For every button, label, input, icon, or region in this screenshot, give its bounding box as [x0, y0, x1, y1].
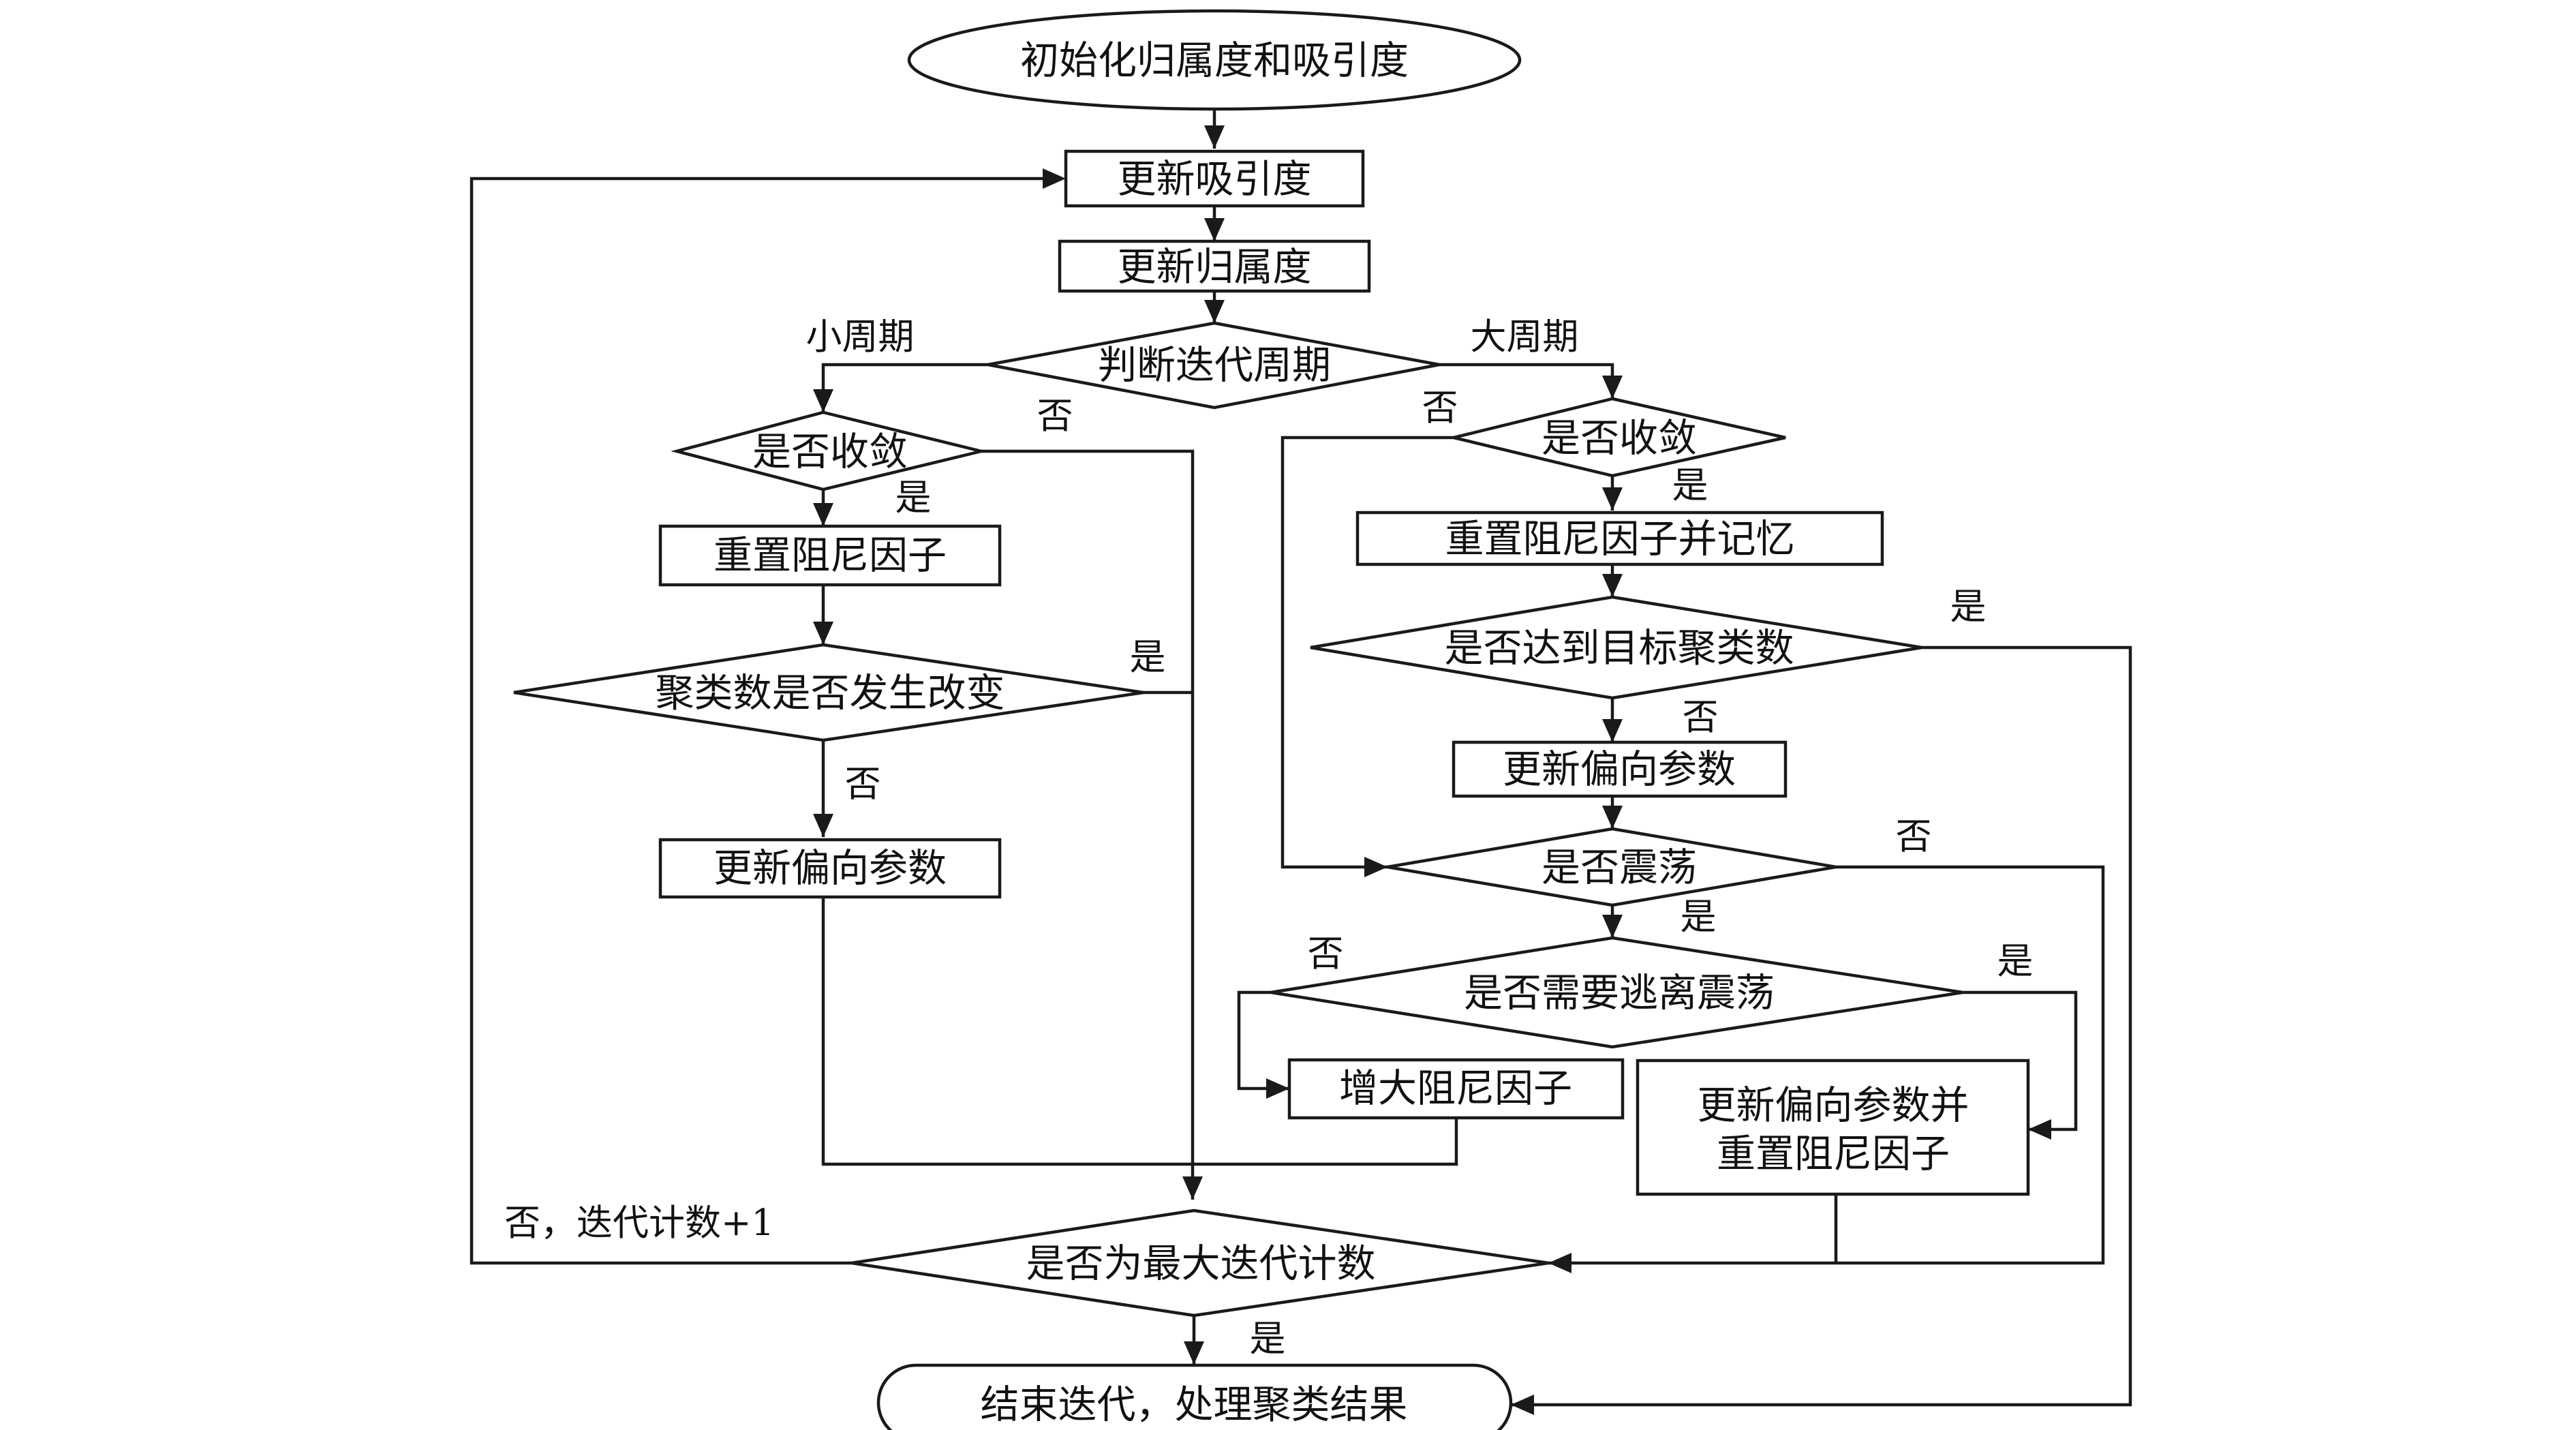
- init-label: 初始化归属度和吸引度: [1020, 38, 1409, 83]
- small-converge-node: [671, 410, 982, 491]
- arrowhead: [1043, 168, 1066, 189]
- small-converge-label: 是否收敛: [752, 429, 908, 474]
- small-converge-yes-label: 是: [895, 477, 932, 519]
- edge-labels: 小周期 大周期 否 是 是 否 否 是 是 否 否 是 否 是 否，迭代计数+1…: [504, 316, 2034, 1360]
- edge-judge-large: [1439, 363, 1614, 399]
- small-update-bias-label: 更新偏向参数: [714, 846, 947, 891]
- large-converge-no-label: 否: [1422, 387, 1458, 429]
- edge-escape-no: [1237, 990, 1289, 1091]
- cluster-changed-no-label: 否: [845, 763, 881, 805]
- reach-target-node: [1310, 595, 1922, 700]
- small-reset-damping-label: 重置阻尼因子: [714, 533, 947, 578]
- edge-escape-yes: [1963, 990, 2078, 1131]
- small-cycle-label: 小周期: [806, 316, 915, 358]
- edges: [470, 109, 2132, 1407]
- arrowhead: [813, 622, 833, 645]
- large-cycle-label: 大周期: [1471, 316, 1579, 358]
- edge-small-bias-to-merge: [821, 897, 1193, 1166]
- large-update-bias-label: 更新偏向参数: [1503, 747, 1736, 792]
- arrowhead: [1602, 574, 1623, 597]
- update-bias-reset-label-line2: 重置阻尼因子: [1717, 1131, 1950, 1176]
- large-converge-label: 是否收敛: [1542, 416, 1697, 461]
- arrowhead: [1364, 857, 1387, 877]
- edge-increase-to-merge: [1193, 1118, 1458, 1166]
- init-node: [907, 9, 1522, 111]
- arrowhead: [1204, 125, 1225, 149]
- edge-large-converge-no: [1281, 436, 1454, 869]
- arrowhead: [1204, 300, 1225, 323]
- arrowhead: [813, 814, 833, 837]
- oscillate-yes-label: 是: [1681, 896, 1717, 938]
- max-iter-node: [851, 1208, 1549, 1318]
- arrowhead: [1511, 1395, 1534, 1415]
- need-escape-node: [1270, 936, 1963, 1049]
- nodes: 初始化归属度和吸引度 更新吸引度 更新归属度 判断迭代周期 是否收敛 重置阻尼因…: [513, 9, 2030, 1430]
- judge-cycle-label: 判断迭代周期: [1098, 343, 1331, 388]
- large-reset-damping-memory-label: 重置阻尼因子并记忆: [1445, 517, 1795, 562]
- reach-target-label: 是否达到目标聚类数: [1445, 626, 1794, 671]
- edge-judge-small: [821, 363, 988, 412]
- reach-target-no-label: 否: [1683, 697, 1719, 738]
- arrowhead: [1548, 1253, 1571, 1273]
- small-reset-damping-node: [658, 524, 1002, 587]
- arrowheads: [813, 125, 2051, 1415]
- max-iter-yes-label: 是: [1250, 1318, 1286, 1360]
- arrowhead: [1204, 218, 1225, 241]
- increase-damping-label: 增大阻尼因子: [1339, 1066, 1572, 1111]
- update-belonging-node: [1058, 239, 1371, 293]
- update-attraction-node: [1064, 149, 1365, 208]
- oscillate-no-label: 否: [1896, 816, 1932, 857]
- arrowhead: [1602, 719, 1623, 742]
- large-reset-damping-memory-node: [1355, 511, 1884, 566]
- arrowhead: [2028, 1119, 2051, 1140]
- arrowhead: [1184, 1341, 1204, 1365]
- escape-no-label: 否: [1308, 933, 1344, 975]
- arrowhead: [1602, 487, 1623, 511]
- edge-small-converge-no: [981, 449, 1195, 1200]
- increase-damping-node: [1287, 1058, 1625, 1120]
- cluster-changed-node: [513, 643, 1144, 742]
- arrowhead: [1602, 915, 1623, 938]
- cluster-changed-label: 聚类数是否发生改变: [656, 671, 1005, 716]
- escape-yes-label: 是: [1997, 941, 2034, 982]
- large-update-bias-node: [1452, 740, 1788, 798]
- max-iter-no-label: 否，迭代计数+1: [504, 1202, 774, 1244]
- arrowhead: [1266, 1078, 1289, 1099]
- oscillate-label: 是否震荡: [1542, 845, 1697, 890]
- edge-reach-target-yes: [1511, 645, 2132, 1407]
- large-converge-node: [1453, 397, 1786, 478]
- update-belonging-label: 更新归属度: [1118, 245, 1312, 290]
- update-bias-reset-node: [1636, 1059, 2030, 1196]
- arrowhead: [813, 503, 833, 526]
- oscillate-node: [1387, 827, 1837, 907]
- arrowhead: [1182, 1176, 1203, 1200]
- small-converge-no-label: 否: [1037, 395, 1073, 437]
- update-attraction-label: 更新吸引度: [1118, 157, 1312, 202]
- edge-oscillate-no: [1548, 865, 2105, 1265]
- reach-target-yes-label: 是: [1950, 586, 1987, 628]
- arrowhead: [813, 389, 833, 412]
- end-label: 结束迭代，处理聚类结果: [981, 1382, 1408, 1427]
- need-escape-label: 是否需要逃离震荡: [1464, 971, 1775, 1016]
- arrowhead: [1602, 806, 1623, 829]
- cluster-changed-yes-label: 是: [1130, 637, 1166, 678]
- large-converge-yes-label: 是: [1672, 465, 1708, 506]
- edge-loop-back: [470, 177, 1060, 1265]
- end-node: [876, 1363, 1513, 1430]
- arrowhead: [1602, 376, 1623, 399]
- max-iter-label: 是否为最大迭代计数: [1026, 1241, 1376, 1286]
- update-bias-reset-label-line1: 更新偏向参数并: [1698, 1083, 1969, 1128]
- judge-cycle-node: [987, 321, 1440, 410]
- small-update-bias-node: [658, 838, 1002, 899]
